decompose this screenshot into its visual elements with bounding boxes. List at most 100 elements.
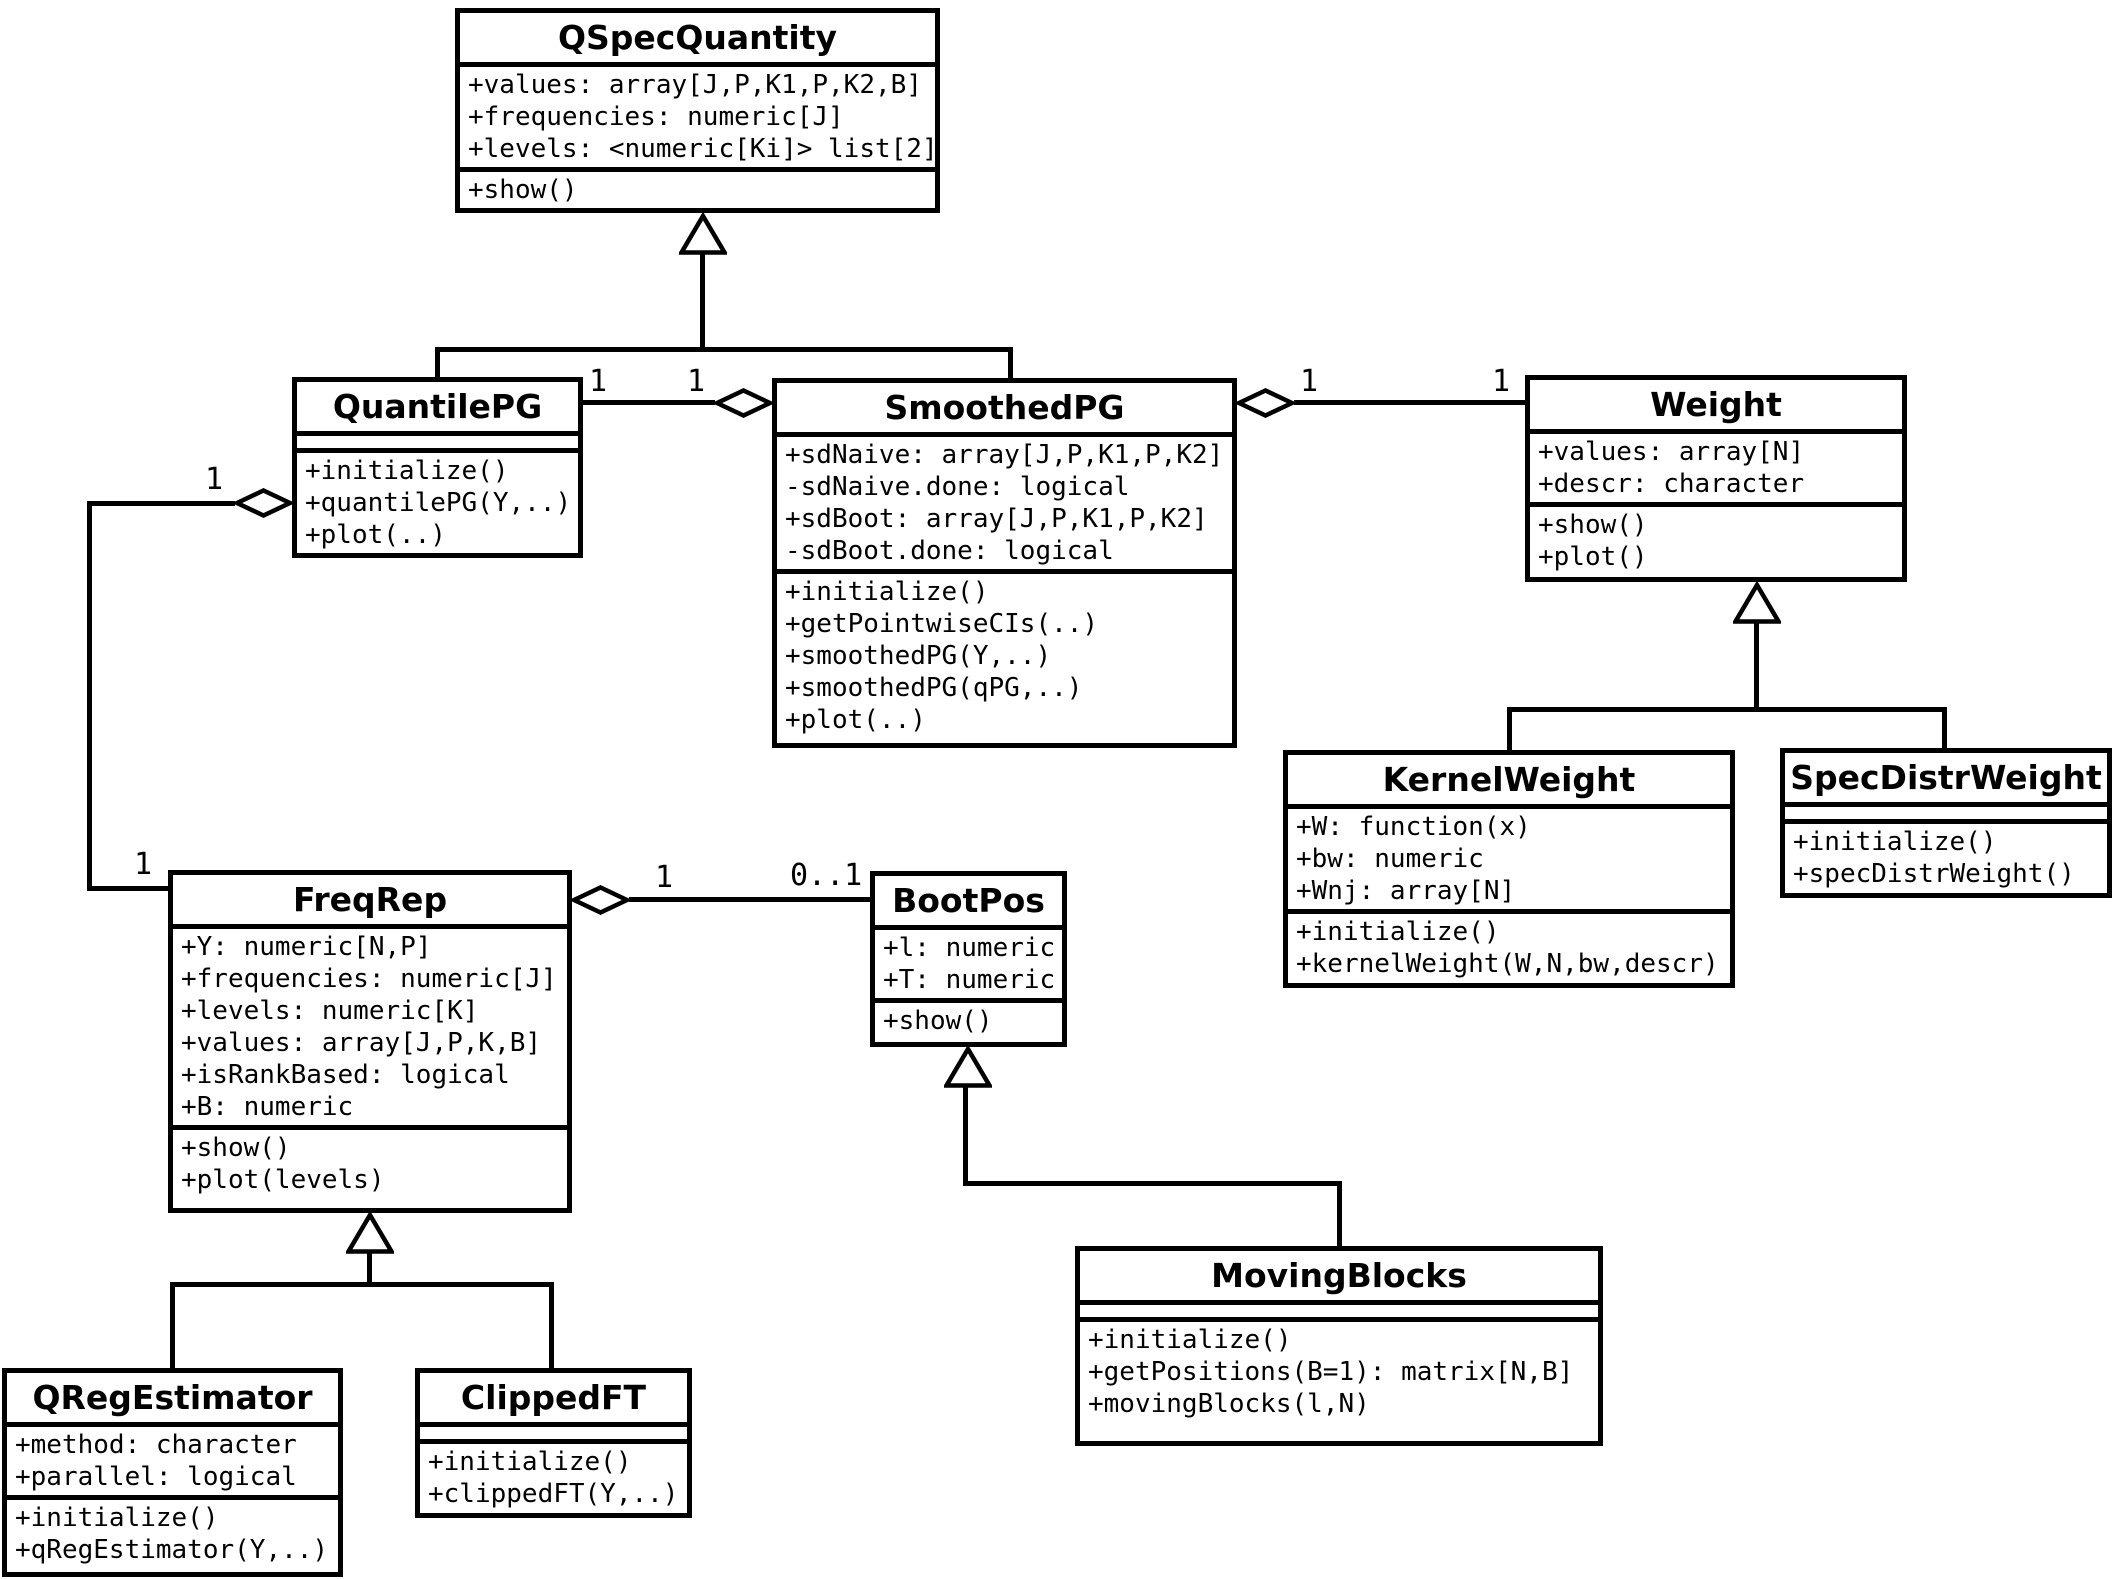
attribute-line: +values: array[N]: [1538, 437, 1805, 467]
multiplicity-label: 1: [205, 462, 224, 497]
generalization-drop-clippedft: [549, 1282, 554, 1368]
methods-compartment: +initialize()+clippedFT(Y,..): [420, 1444, 687, 1513]
generalization-triangle-icon: [679, 213, 727, 255]
generalization-triangle-icon: [944, 1046, 992, 1088]
method-line: +getPositions(B=1): matrix[N,B]: [1088, 1357, 1574, 1387]
generalization-stem-weight: [1754, 621, 1759, 710]
attributes-compartment: [1080, 1305, 1598, 1322]
method-line: +show(): [468, 175, 578, 205]
attributes-compartment: [297, 436, 578, 453]
attributes-compartment: +values: array[J,P,K1,P,K2,B]+frequencie…: [460, 67, 935, 172]
method-line: +smoothedPG(qPG,..): [785, 673, 1083, 703]
class-title: QSpecQuantity: [460, 13, 935, 67]
class-freqrep: FreqRep +Y: numeric[N,P]+frequencies: nu…: [168, 870, 572, 1213]
multiplicity-label: 1: [589, 364, 608, 399]
aggregation-diamond-icon: [572, 885, 629, 915]
generalization-drop-kernelweight: [1507, 707, 1512, 750]
class-title: BootPos: [875, 876, 1062, 930]
association-line-quantilepg-freqrep-bottom: [87, 886, 168, 891]
generalization-elbow-bootpos: [963, 1181, 1342, 1186]
method-line: +initialize(): [305, 456, 509, 486]
class-bootpos: BootPos +l: numeric+T: numeric +show(): [870, 871, 1067, 1047]
method-line: +specDistrWeight(): [1793, 859, 2075, 889]
attribute-line: +values: array[J,P,K1,P,K2,B]: [468, 70, 922, 100]
attribute-line: +levels: numeric[K]: [181, 996, 479, 1026]
attribute-line: +Y: numeric[N,P]: [181, 932, 432, 962]
attribute-line: +values: array[J,P,K,B]: [181, 1028, 542, 1058]
method-line: +plot(): [1538, 542, 1648, 572]
method-line: +initialize(): [1793, 827, 1997, 857]
association-line-smoothedpg-weight: [1294, 400, 1525, 405]
methods-compartment: +initialize()+getPositions(B=1): matrix[…: [1080, 1322, 1598, 1441]
aggregation-diamond-icon: [235, 488, 292, 518]
methods-compartment: +show(): [875, 1003, 1062, 1042]
class-smoothedpg: SmoothedPG +sdNaive: array[J,P,K1,P,K2]-…: [772, 378, 1237, 748]
attribute-line: +bw: numeric: [1296, 844, 1484, 874]
method-line: +show(): [181, 1133, 291, 1163]
method-line: +qRegEstimator(Y,..): [15, 1535, 329, 1565]
methods-compartment: +show(): [460, 172, 935, 208]
class-quantilepg: QuantilePG +initialize()+quantilePG(Y,..…: [292, 377, 583, 558]
attribute-line: +parallel: logical: [15, 1462, 297, 1492]
method-line: +initialize(): [428, 1447, 632, 1477]
generalization-drop-specdistrweight: [1942, 707, 1947, 748]
multiplicity-label: 0..1: [790, 858, 863, 893]
multiplicity-label: 1: [1300, 364, 1319, 399]
attributes-compartment: [420, 1427, 687, 1444]
attribute-line: +sdBoot: array[J,P,K1,P,K2]: [785, 504, 1208, 534]
class-qspecquantity: QSpecQuantity +values: array[J,P,K1,P,K2…: [455, 8, 940, 213]
generalization-triangle-icon: [1733, 582, 1781, 624]
generalization-drop-quantilepg: [435, 347, 440, 377]
method-line: +initialize(): [785, 577, 989, 607]
class-title: MovingBlocks: [1080, 1251, 1598, 1305]
method-line: +show(): [1538, 510, 1648, 540]
multiplicity-label: 1: [655, 860, 674, 895]
methods-compartment: +initialize()+qRegEstimator(Y,..): [7, 1500, 338, 1572]
method-line: +initialize(): [15, 1503, 219, 1533]
method-line: +getPointwiseCIs(..): [785, 609, 1099, 639]
generalization-stem-freqrep: [367, 1251, 372, 1285]
generalization-stem-qspecquantity: [700, 253, 705, 350]
generalization-bar-weight: [1507, 707, 1947, 712]
method-line: +clippedFT(Y,..): [428, 1479, 679, 1509]
generalization-triangle-icon: [346, 1212, 394, 1254]
method-line: +show(): [883, 1006, 993, 1036]
attribute-line: +sdNaive: array[J,P,K1,P,K2]: [785, 440, 1224, 470]
attribute-line: +l: numeric: [883, 933, 1056, 963]
attribute-line: -sdNaive.done: logical: [785, 472, 1130, 502]
association-line-quantilepg-freqrep-vertical: [87, 501, 92, 891]
method-line: +plot(levels): [181, 1165, 385, 1195]
attribute-line: +descr: character: [1538, 469, 1805, 499]
class-title: QRegEstimator: [7, 1373, 338, 1427]
association-line-freqrep-bootpos: [629, 897, 870, 902]
association-line-quantilepg-smoothedpg: [583, 400, 715, 405]
method-line: +initialize(): [1088, 1325, 1292, 1355]
generalization-bar-qspecquantity: [435, 347, 1013, 352]
attributes-compartment: +W: function(x)+bw: numeric+Wnj: array[N…: [1288, 809, 1730, 914]
methods-compartment: +initialize()+getPointwiseCIs(..)+smooth…: [777, 574, 1232, 743]
attributes-compartment: +l: numeric+T: numeric: [875, 930, 1062, 1003]
class-specdistrweight: SpecDistrWeight +initialize()+specDistrW…: [1780, 748, 2112, 898]
class-title: SmoothedPG: [777, 383, 1232, 437]
attributes-compartment: [1785, 807, 2107, 824]
method-line: +movingBlocks(l,N): [1088, 1389, 1370, 1419]
aggregation-diamond-icon: [1237, 388, 1294, 418]
attribute-line: +frequencies: numeric[J]: [468, 102, 844, 132]
methods-compartment: +initialize()+specDistrWeight(): [1785, 824, 2107, 893]
generalization-bar-freqrep: [170, 1282, 554, 1287]
attribute-line: +frequencies: numeric[J]: [181, 964, 557, 994]
method-line: +smoothedPG(Y,..): [785, 641, 1052, 671]
attribute-line: +method: character: [15, 1430, 297, 1460]
class-title: QuantilePG: [297, 382, 578, 436]
multiplicity-label: 1: [134, 847, 153, 882]
attribute-line: +isRankBased: logical: [181, 1060, 510, 1090]
attribute-line: +levels: <numeric[Ki]> list[2]: [468, 134, 935, 164]
attributes-compartment: +values: array[N]+descr: character: [1530, 434, 1902, 507]
class-kernelweight: KernelWeight +W: function(x)+bw: numeric…: [1283, 750, 1735, 988]
attribute-line: -sdBoot.done: logical: [785, 536, 1114, 566]
attributes-compartment: +Y: numeric[N,P]+frequencies: numeric[J]…: [173, 929, 567, 1130]
class-title: ClippedFT: [420, 1373, 687, 1427]
methods-compartment: +show()+plot(): [1530, 507, 1902, 577]
generalization-drop-qregestimator: [170, 1282, 175, 1368]
attributes-compartment: +method: character+parallel: logical: [7, 1427, 338, 1500]
